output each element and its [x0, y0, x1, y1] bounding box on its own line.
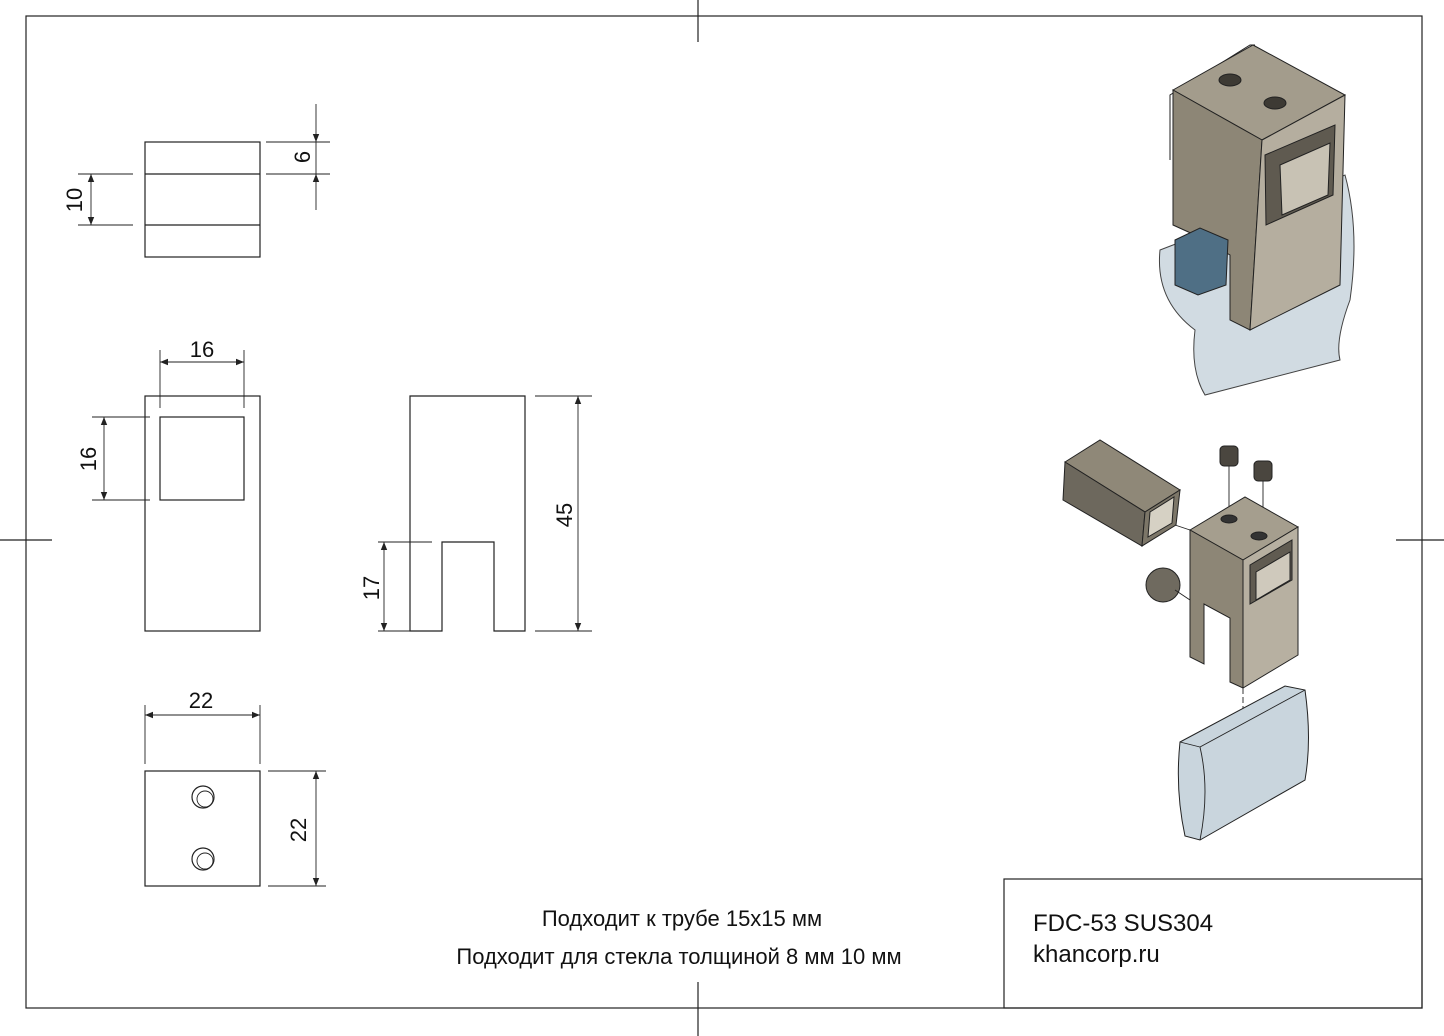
dimension-16-vertical [92, 416, 150, 501]
bottom-view: 22 22 [144, 688, 326, 887]
dimension-10 [78, 173, 133, 226]
isometric-exploded-view [1062, 439, 1309, 841]
isometric-assembled-view [1158, 44, 1355, 396]
dimension-label-6: 6 [290, 151, 315, 163]
front-view: 16 16 [76, 337, 261, 632]
dimension-label-45: 45 [552, 503, 577, 527]
dimension-6 [266, 104, 330, 210]
dimension-label-22-width: 22 [189, 688, 213, 713]
dimension-label-16-width: 16 [190, 337, 214, 362]
dimension-22-horizontal [144, 705, 261, 764]
note-glass-thickness: Подходит для стекла толщиной 8 мм 10 мм [456, 944, 901, 969]
sheet-border [25, 15, 1423, 1009]
dimension-label-17: 17 [359, 576, 384, 600]
top-view: 10 6 [62, 104, 330, 258]
dimension-22-vertical [268, 770, 326, 887]
side-view: 45 17 [359, 395, 592, 632]
dimension-17 [378, 541, 432, 632]
note-tube-size: Подходит к трубе 15x15 мм [542, 906, 822, 931]
screw-hole [191, 847, 215, 871]
dimension-16-horizontal [159, 350, 245, 408]
dimension-label-16-height: 16 [76, 447, 101, 471]
dimension-label-22-depth: 22 [286, 818, 311, 842]
title-website: khancorp.ru [1033, 941, 1160, 968]
title-model: FDC-53 SUS304 [1033, 910, 1213, 937]
dimension-45 [535, 395, 592, 632]
title-block: FDC-53 SUS304 khancorp.ru [1003, 878, 1423, 1009]
dimension-label-10: 10 [62, 188, 87, 212]
screw-hole [191, 785, 215, 809]
